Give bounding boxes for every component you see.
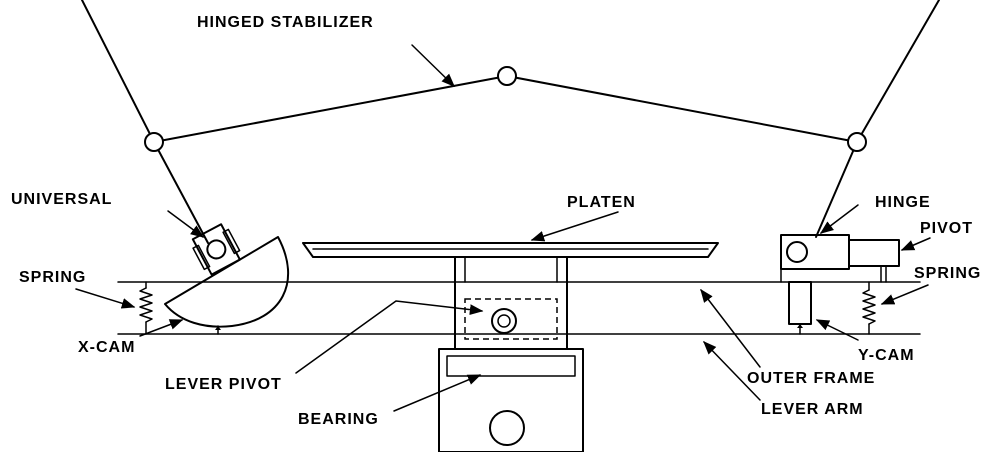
pivot-block: [848, 239, 900, 267]
universal-circle: [206, 239, 227, 260]
x-cam-assembly: [164, 223, 290, 335]
platen-arrow: [530, 211, 619, 242]
frame-lines: [117, 281, 921, 335]
hinge-arrow: [819, 204, 859, 234]
label-bearing: BEARING: [298, 411, 379, 428]
label-spring-left: SPRING: [19, 269, 86, 286]
label-lever-arm: LEVER ARM: [761, 401, 864, 418]
outer-frame-arrow: [700, 288, 761, 368]
left-joint-circle: [144, 132, 164, 152]
leader-arrows: [75, 44, 931, 412]
lever-pivot-pin: [491, 308, 517, 334]
pivot-arrow: [900, 237, 931, 251]
label-spring-right: SPRING: [914, 265, 981, 282]
left-spring-coil: [139, 287, 153, 323]
right-lower-link: [815, 141, 858, 238]
right-spring-coil: [862, 289, 876, 325]
x-cam-follower-tip: [215, 326, 221, 330]
label-lever-pivot: LEVER PIVOT: [165, 376, 282, 393]
universal-block: [191, 223, 241, 276]
base-hole-circle: [489, 410, 525, 446]
platen: [302, 242, 719, 258]
right-upper-link: [856, 0, 940, 143]
left-upper-link: [81, 0, 155, 143]
left-spring: [139, 281, 153, 335]
x-cam-shape: [164, 236, 290, 328]
label-hinged-stabilizer: HINGED STABILIZER: [197, 14, 374, 31]
label-pivot: PIVOT: [920, 220, 973, 237]
lever-pivot-housing: [464, 298, 558, 340]
universal-lug-right: [222, 228, 241, 255]
lever-pivot-arrow: [295, 300, 484, 374]
platen-plate: [302, 242, 719, 258]
bearing-base: [438, 348, 584, 452]
column-housing: [454, 256, 568, 350]
label-outer-frame: OUTER FRAME: [747, 370, 875, 387]
label-y-cam: Y-CAM: [858, 347, 915, 364]
universal-arrow: [167, 210, 205, 238]
left-stabilizer-bar: [153, 75, 508, 143]
bearing-plate: [446, 355, 576, 377]
y-cam-arrow: [815, 319, 859, 341]
hinge-circle: [786, 241, 808, 263]
right-joint-circle: [847, 132, 867, 152]
spring-right-arrow: [880, 284, 929, 305]
hinge-block: [780, 234, 850, 270]
spring-left-arrow: [75, 288, 136, 309]
left-lower-link: [153, 141, 209, 244]
label-universal: UNIVERSAL: [11, 191, 112, 208]
universal-joint: [191, 223, 241, 276]
y-cam-body: [788, 281, 812, 325]
label-x-cam: X-CAM: [78, 339, 135, 356]
right-spring: [862, 281, 876, 335]
hinge-pivot-assembly: [780, 234, 900, 335]
x-cam-arrow: [139, 319, 184, 337]
center-joint-circle: [497, 66, 517, 86]
right-stabilizer-bar: [506, 75, 858, 143]
central-column: [438, 256, 584, 452]
universal-lug-left: [192, 244, 211, 271]
bearing-arrow: [393, 374, 482, 412]
labels: HINGED STABILIZER UNIVERSAL PLATEN HINGE…: [11, 14, 981, 428]
hinged-stabilizer-arrow: [411, 44, 455, 87]
y-cam-follower-tip: [797, 324, 803, 328]
label-hinge: HINGE: [875, 194, 931, 211]
label-platen: PLATEN: [567, 194, 636, 211]
hinged-stabilizer-linkage: [81, 0, 940, 244]
lever-pivot-center: [497, 314, 511, 328]
lever-arm-arrow: [703, 341, 761, 401]
